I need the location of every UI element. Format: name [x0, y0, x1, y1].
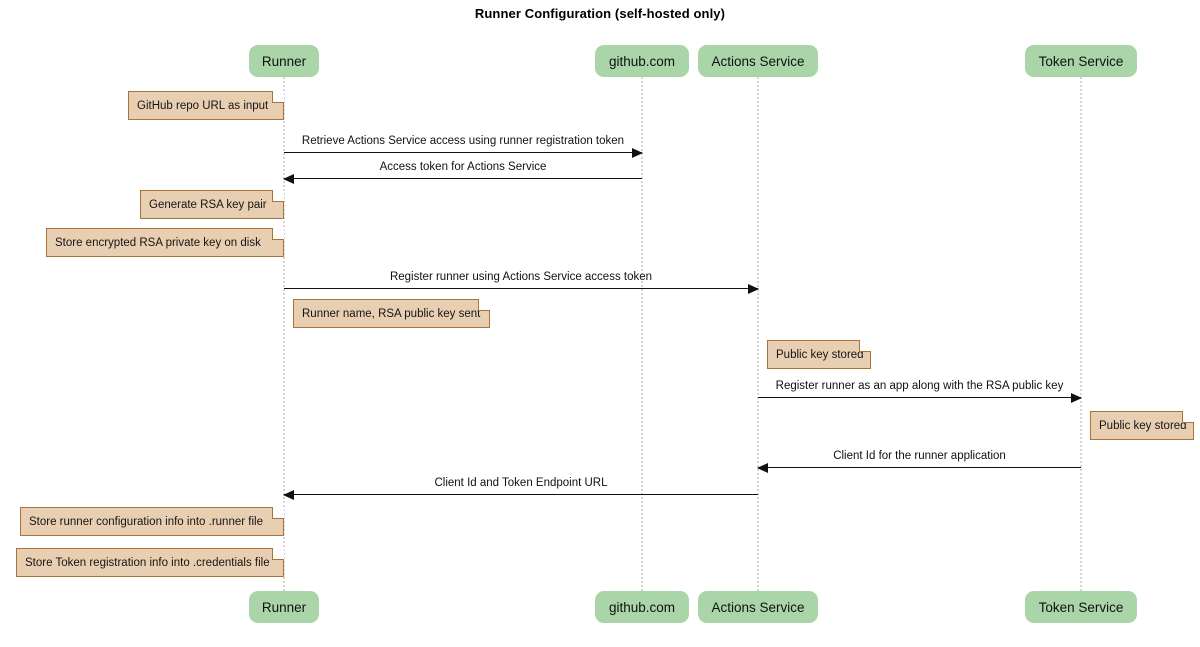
participant-github-bottom[interactable]: github.com [595, 591, 689, 623]
message-arrow-m6 [283, 490, 758, 500]
note-fold-corner-icon [272, 190, 284, 202]
arrowhead-left-icon [283, 490, 294, 500]
note-fold-corner-icon [859, 340, 871, 352]
participant-token-top[interactable]: Token Service [1025, 45, 1137, 77]
lifeline-actions [757, 77, 759, 591]
message-label-m1: Retrieve Actions Service access using ru… [301, 135, 625, 147]
participant-label: Runner [261, 53, 307, 69]
note-n6: Public key stored [1090, 411, 1194, 440]
note-text: Store Token registration info into .cred… [25, 556, 270, 569]
note-text: Store runner configuration info into .ru… [29, 515, 263, 528]
lifeline-token [1080, 77, 1082, 591]
participant-label: github.com [608, 53, 676, 69]
arrowhead-left-icon [757, 463, 768, 473]
message-label-m3: Register runner using Actions Service ac… [389, 271, 653, 283]
note-fold-corner-icon [272, 507, 284, 519]
message-arrow-m1 [284, 148, 643, 158]
note-fold-corner-icon [272, 228, 284, 240]
note-text: GitHub repo URL as input [137, 99, 269, 112]
note-text: Public key stored [1099, 419, 1187, 432]
participant-runner-bottom[interactable]: Runner [249, 591, 319, 623]
note-text: Generate RSA key pair [149, 198, 267, 211]
note-n2: Generate RSA key pair [140, 190, 284, 219]
note-text: Public key stored [776, 348, 864, 361]
message-arrow-m5 [757, 463, 1081, 473]
note-text: Store encrypted RSA private key on disk [55, 236, 261, 249]
arrowhead-right-icon [632, 148, 643, 158]
message-arrow-m3 [284, 284, 759, 294]
note-fold-corner-icon [478, 299, 490, 311]
participant-actions-top[interactable]: Actions Service [698, 45, 818, 77]
message-label-m2: Access token for Actions Service [379, 161, 547, 173]
note-fold-corner-icon [1182, 411, 1194, 423]
participant-label: Token Service [1038, 599, 1124, 615]
participant-token-bottom[interactable]: Token Service [1025, 591, 1137, 623]
arrowhead-left-icon [283, 174, 294, 184]
participant-label: Actions Service [711, 53, 805, 69]
note-n8: Store Token registration info into .cred… [16, 548, 284, 577]
lifeline-runner [283, 77, 285, 591]
note-n4: Runner name, RSA public key sent [293, 299, 490, 328]
message-arrow-m2 [283, 174, 642, 184]
note-n1: GitHub repo URL as input [128, 91, 284, 120]
participant-runner-top[interactable]: Runner [249, 45, 319, 77]
participant-github-top[interactable]: github.com [595, 45, 689, 77]
note-n5: Public key stored [767, 340, 871, 369]
participant-actions-bottom[interactable]: Actions Service [698, 591, 818, 623]
participant-label: Runner [261, 599, 307, 615]
participant-label: Actions Service [711, 599, 805, 615]
note-fold-corner-icon [272, 548, 284, 560]
message-label-m4: Register runner as an app along with the… [775, 380, 1064, 392]
page-title: Runner Configuration (self-hosted only) [474, 6, 726, 21]
arrowhead-right-icon [748, 284, 759, 294]
arrowhead-right-icon [1071, 393, 1082, 403]
message-arrow-m4 [758, 393, 1082, 403]
note-text: Runner name, RSA public key sent [302, 307, 481, 320]
note-fold-corner-icon [272, 91, 284, 103]
participant-label: github.com [608, 599, 676, 615]
message-label-m5: Client Id for the runner application [833, 450, 1006, 462]
message-label-m6: Client Id and Token Endpoint URL [434, 477, 608, 489]
note-n7: Store runner configuration info into .ru… [20, 507, 284, 536]
participant-label: Token Service [1038, 53, 1124, 69]
note-n3: Store encrypted RSA private key on disk [46, 228, 284, 257]
lifeline-github [641, 77, 643, 591]
